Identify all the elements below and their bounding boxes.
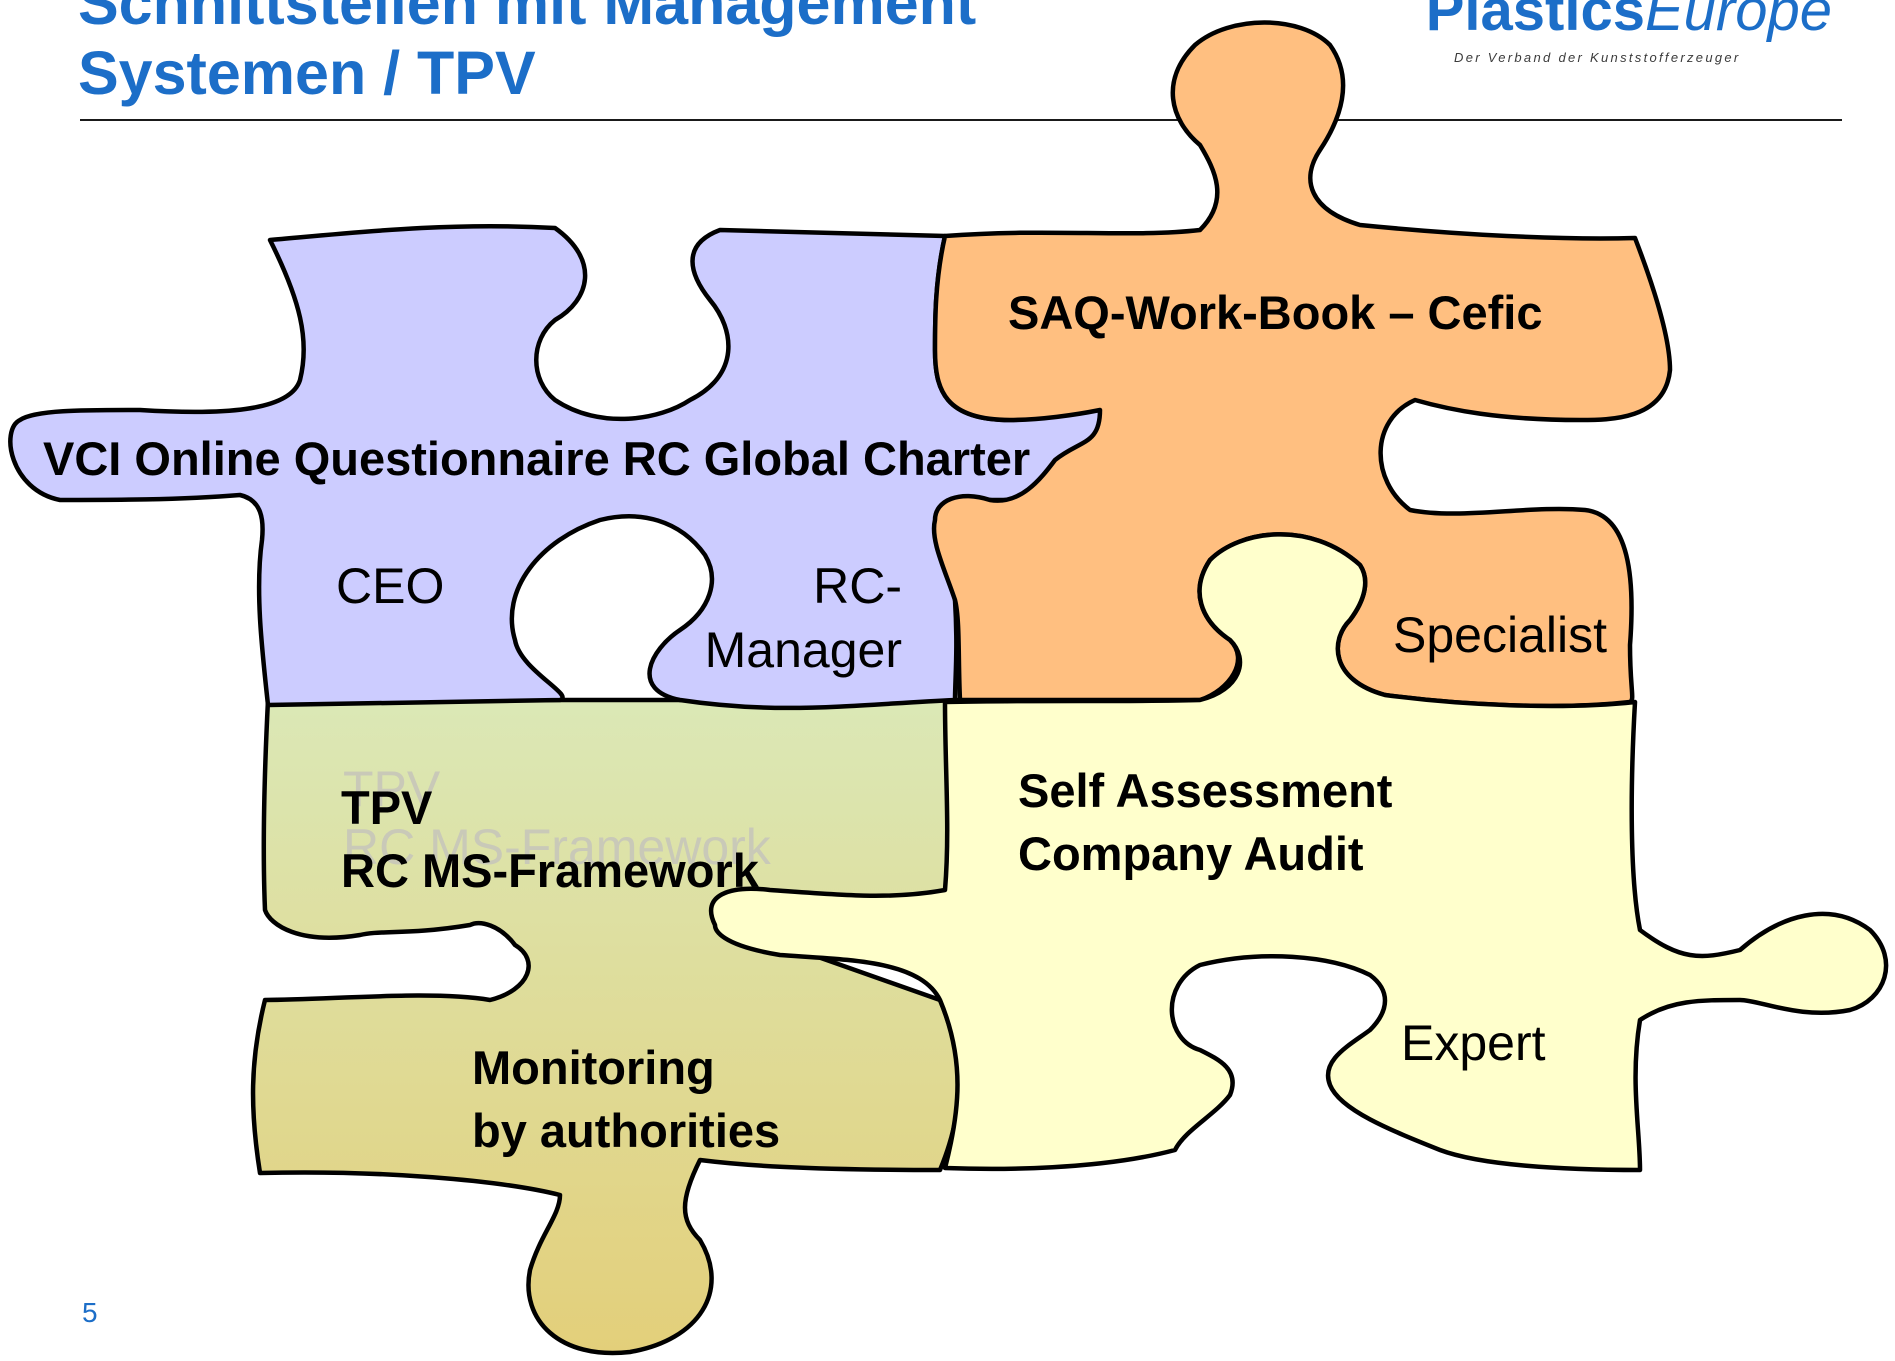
- role-expert: Expert: [1401, 1015, 1546, 1071]
- role-rc-manager: RC- Manager: [690, 556, 902, 680]
- vci-title: VCI Online Questionnaire RC Global Chart…: [43, 432, 1031, 485]
- tpv-ghost-text: TPV RC MS-Framework: [343, 760, 771, 876]
- saq-title: SAQ-Work-Book – Cefic: [1008, 286, 1543, 339]
- logo-tagline: Der Verband der Kunststofferzeuger: [1454, 50, 1741, 65]
- monitoring-label: Monitoring by authorities: [472, 1036, 780, 1162]
- role-specialist: Specialist: [1393, 607, 1607, 663]
- logo-word-plastics: Plastics: [1425, 0, 1645, 43]
- title-line-1: Schnittstellen mit Management: [78, 0, 977, 37]
- self-assessment-title: Self Assessment Company Audit: [1018, 759, 1392, 885]
- self-assessment-line-2: Company Audit: [1018, 827, 1364, 880]
- page-number: 5: [82, 1297, 98, 1328]
- role-rc-manager-line-1: RC-: [813, 558, 902, 614]
- tpv-title-line-2: RC MS-Framework: [341, 844, 759, 897]
- slide-title: Schnittstellen mit Management Systemen /…: [78, 0, 976, 108]
- tpv-ghost-line-1: TPV: [343, 761, 441, 817]
- self-assessment-line-1: Self Assessment: [1018, 764, 1393, 817]
- header-divider: [80, 119, 1842, 121]
- title-line-2: Systemen / TPV: [78, 39, 536, 107]
- role-rc-manager-line-2: Manager: [704, 622, 902, 678]
- puzzle-piece-self-assessment: [708, 532, 1889, 1173]
- monitoring-line-1: Monitoring: [472, 1041, 715, 1094]
- logo-wordmark: PlasticsEurope: [1426, 0, 1832, 44]
- puzzle-piece-saq: [931, 20, 1673, 709]
- tpv-ghost-line-2: RC MS-Framework: [343, 819, 771, 875]
- tpv-title: TPV RC MS-Framework: [341, 776, 759, 902]
- logo-word-europe: Europe: [1644, 0, 1832, 43]
- plasticseurope-logo: PlasticsEurope Der Verband der Kunststof…: [1426, 0, 1848, 74]
- puzzle-piece-vci: [8, 223, 1198, 711]
- role-ceo: CEO: [336, 558, 445, 614]
- tpv-title-line-1: TPV: [341, 781, 433, 834]
- monitoring-line-2: by authorities: [472, 1104, 781, 1157]
